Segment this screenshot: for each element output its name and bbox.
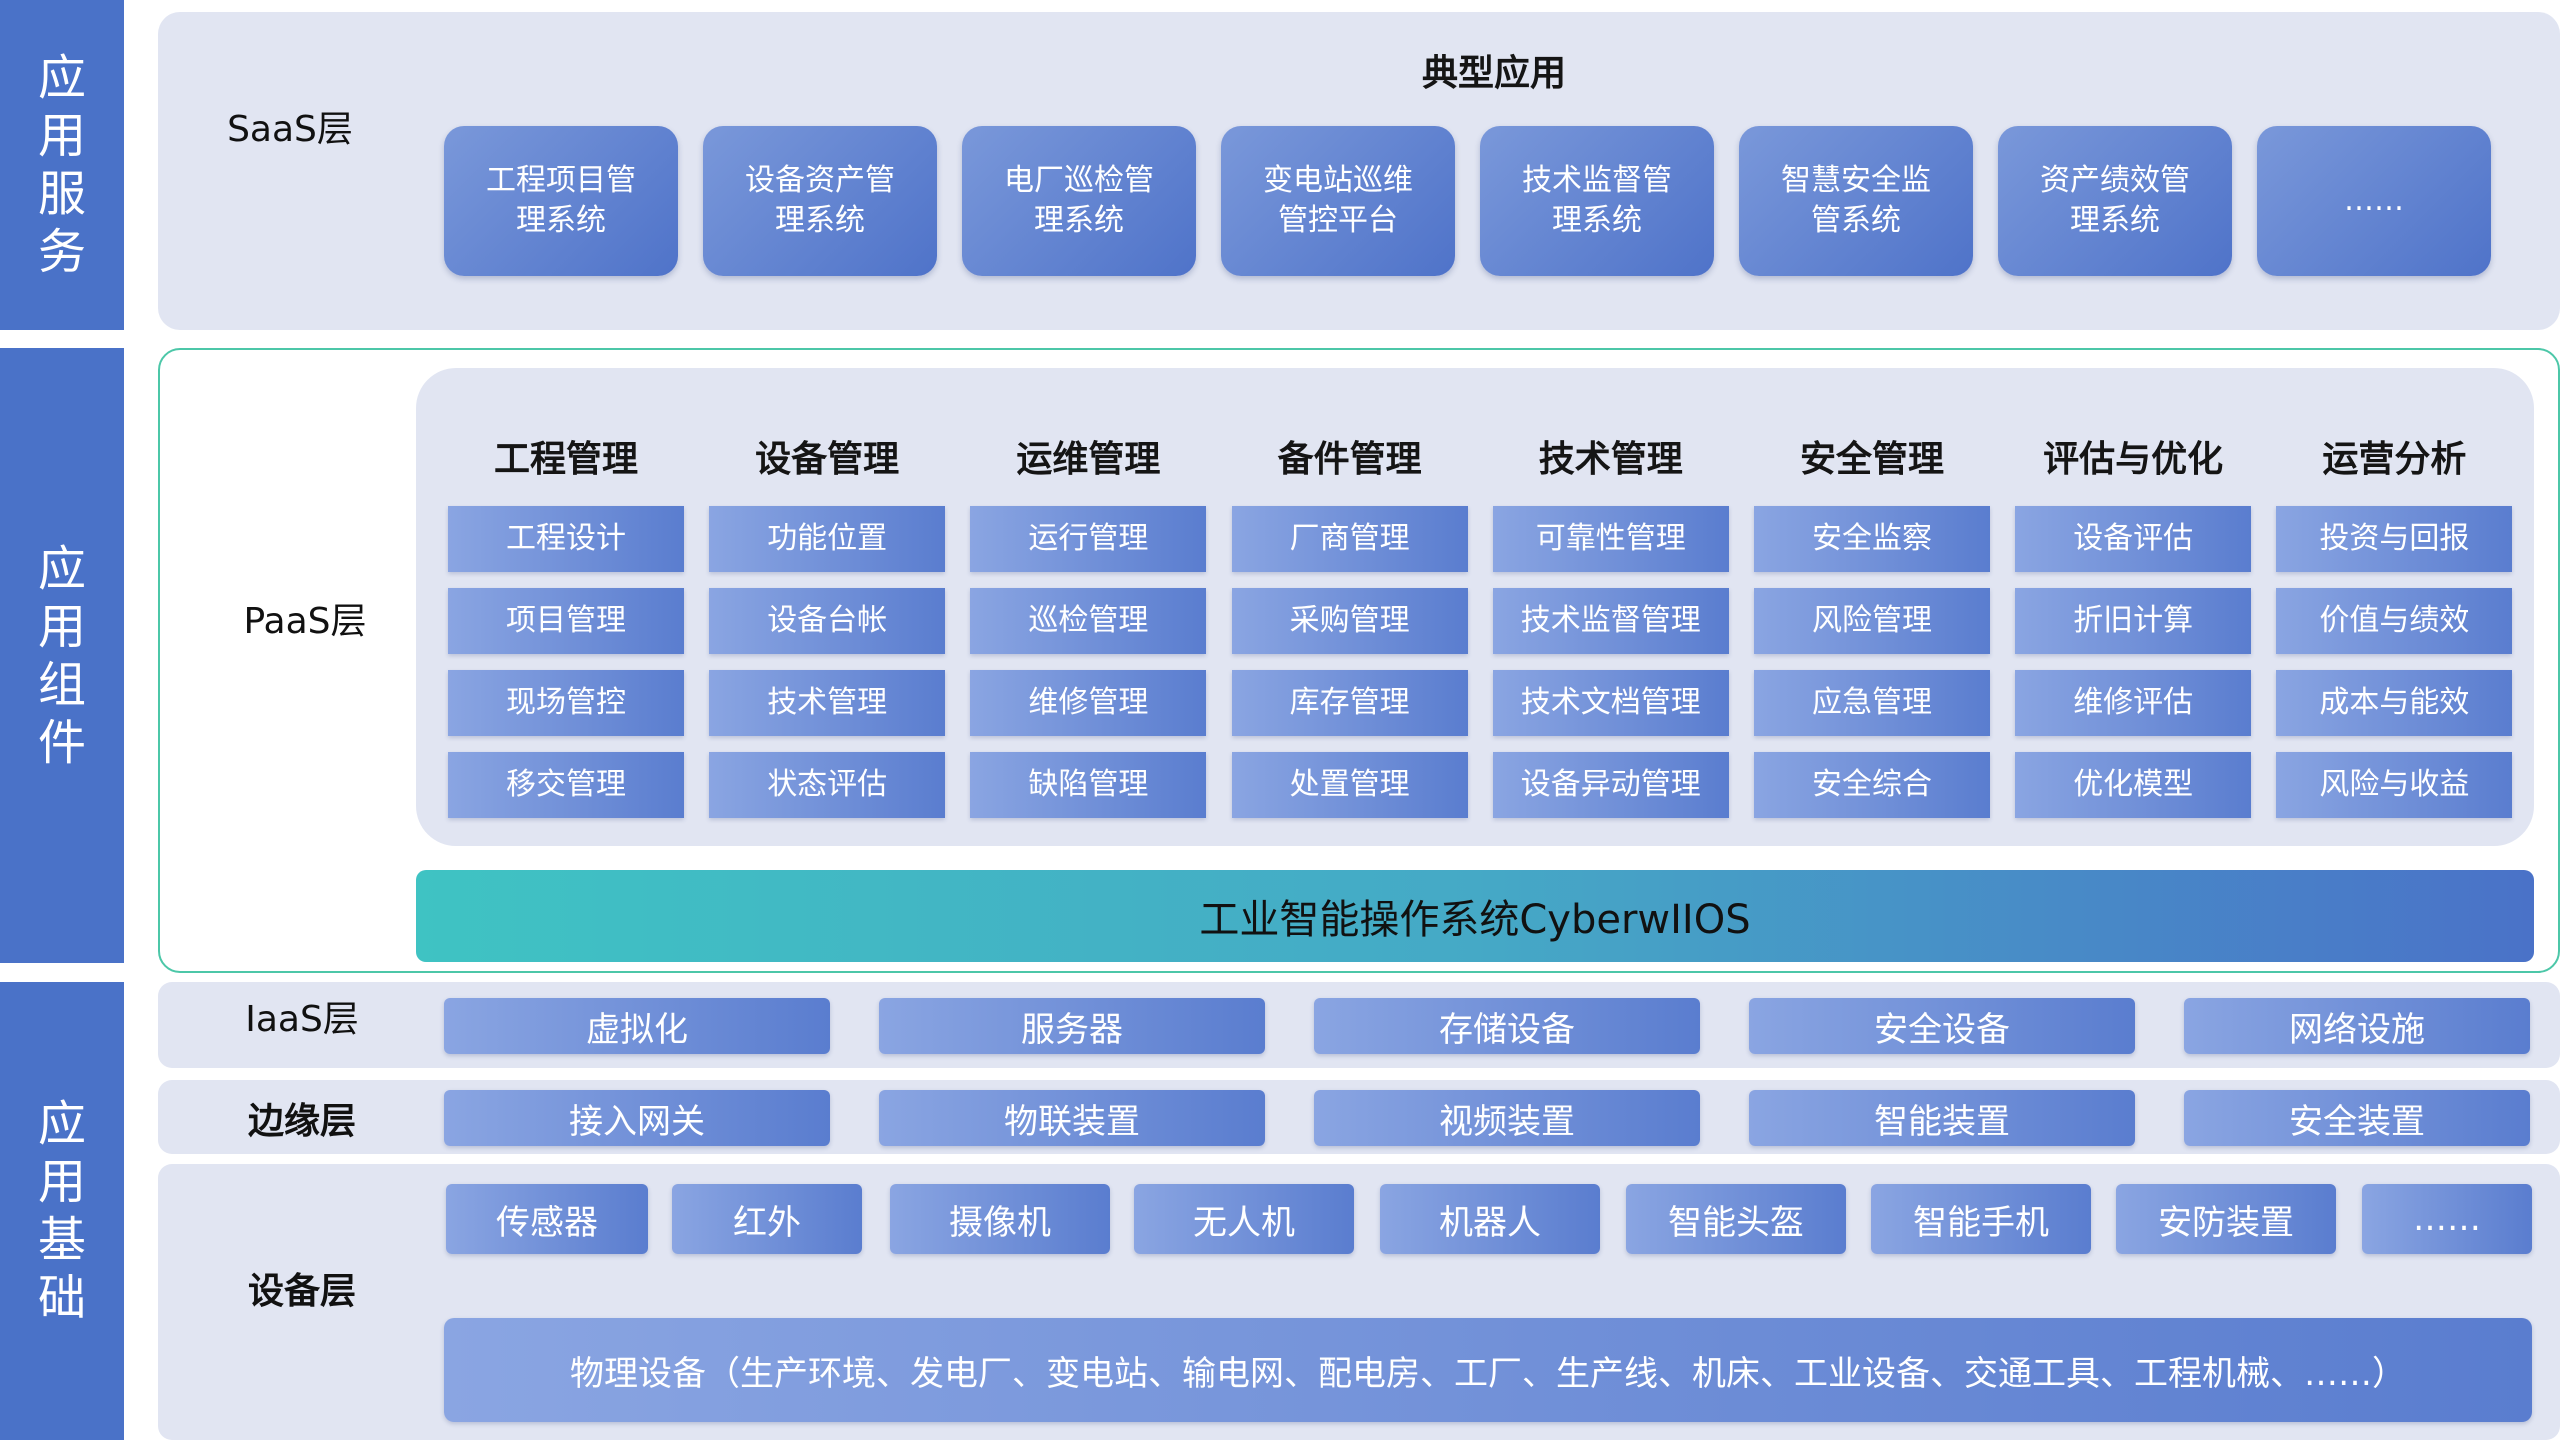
paas-module-item: 成本与能效 xyxy=(2276,670,2513,736)
paas-module-item: 价值与绩效 xyxy=(2276,588,2513,654)
paas-module-item: 折旧计算 xyxy=(2015,588,2252,654)
paas-module-item: 投资与回报 xyxy=(2276,506,2513,572)
paas-column-title: 运营分析 xyxy=(2322,439,2467,480)
saas-app-label: …… xyxy=(2344,183,2404,218)
paas-module-item: 工程设计 xyxy=(448,506,684,572)
device-item: 红外 xyxy=(672,1184,862,1254)
paas-module-item: 巡检管理 xyxy=(970,588,1207,654)
edge-item: 接入网关 xyxy=(444,1090,830,1146)
saas-app-box: 技术监督管理系统 xyxy=(1480,126,1714,276)
iaas-item: 网络设施 xyxy=(2184,998,2530,1054)
paas-module-item: 现场管控 xyxy=(448,670,684,736)
iaas-item: 服务器 xyxy=(879,998,1265,1054)
sidebar-label: 应用组件 xyxy=(37,540,86,771)
saas-app-label: 变电站巡维管控平台 xyxy=(1263,163,1413,238)
physical-devices-label: 物理设备（生产环境、发电厂、变电站、输电网、配电房、工厂、生产线、机床、工业设备… xyxy=(570,1353,2406,1394)
sidebar-application-components: 应用组件 xyxy=(0,348,124,963)
paas-column-title: 安全管理 xyxy=(1799,439,1944,480)
device-item: …… xyxy=(2362,1184,2532,1254)
paas-layer-label: PaaS层 xyxy=(243,601,367,642)
sidebar-application-foundation: 应用基础 xyxy=(0,982,124,1440)
paas-module-item: 缺陷管理 xyxy=(970,752,1207,818)
paas-module-item: 设备异动管理 xyxy=(1492,752,1729,818)
saas-app-label: 设备资产管理系统 xyxy=(745,163,895,238)
saas-app-box: 电厂巡检管理系统 xyxy=(962,126,1196,276)
saas-app-box: 工程项目管理系统 xyxy=(444,126,678,276)
paas-column-title: 运维管理 xyxy=(1016,439,1161,480)
device-item: 智能头盔 xyxy=(1626,1184,1846,1254)
sidebar-label: 应用基础 xyxy=(37,1096,86,1326)
paas-module-item: 技术管理 xyxy=(709,670,946,736)
device-item: 机器人 xyxy=(1380,1184,1600,1254)
saas-app-label: 智慧安全监管系统 xyxy=(1781,163,1931,238)
saas-app-box: 资产绩效管理系统 xyxy=(1998,126,2232,276)
paas-module-item: 移交管理 xyxy=(448,752,684,818)
paas-module-item: 安全综合 xyxy=(1754,752,1990,818)
paas-module-item: 采购管理 xyxy=(1231,588,1468,654)
paas-module-item: 功能位置 xyxy=(709,506,946,572)
saas-app-label: 电厂巡检管理系统 xyxy=(1004,163,1154,238)
paas-module-item: 维修评估 xyxy=(2015,670,2252,736)
paas-column-title: 技术管理 xyxy=(1538,439,1683,480)
paas-module-item: 运行管理 xyxy=(970,506,1207,572)
saas-layer-label: SaaS层 xyxy=(227,109,353,150)
device-item: 无人机 xyxy=(1134,1184,1354,1254)
paas-module-item: 项目管理 xyxy=(448,588,684,654)
iaas-item: 虚拟化 xyxy=(444,998,830,1054)
sidebar-application-service: 应用服务 xyxy=(0,0,124,330)
edge-item: 物联装置 xyxy=(879,1090,1265,1146)
edge-layer-label: 边缘层 xyxy=(247,1101,356,1142)
saas-app-label: 技术监督管理系统 xyxy=(1522,163,1672,238)
paas-module-item: 维修管理 xyxy=(970,670,1207,736)
iaas-item: 安全设备 xyxy=(1749,998,2135,1054)
paas-module-item: 库存管理 xyxy=(1231,670,1468,736)
device-item: 智能手机 xyxy=(1871,1184,2091,1254)
saas-app-label: 资产绩效管理系统 xyxy=(2040,163,2190,238)
paas-module-item: 安全监察 xyxy=(1754,506,1990,572)
os-bar-label: 工业智能操作系统CyberwIIOS xyxy=(1199,897,1751,943)
saas-app-box: …… xyxy=(2257,126,2491,276)
saas-app-box: 智慧安全监管系统 xyxy=(1739,126,1973,276)
paas-module-item: 应急管理 xyxy=(1754,670,1990,736)
paas-module-item: 处置管理 xyxy=(1231,752,1468,818)
paas-module-item: 状态评估 xyxy=(709,752,946,818)
device-item: 摄像机 xyxy=(890,1184,1110,1254)
edge-item: 视频装置 xyxy=(1314,1090,1700,1146)
physical-devices-bar: 物理设备（生产环境、发电厂、变电站、输电网、配电房、工厂、生产线、机床、工业设备… xyxy=(444,1318,2532,1422)
paas-module-item: 设备台帐 xyxy=(709,588,946,654)
device-item: 安防装置 xyxy=(2116,1184,2336,1254)
saas-app-box: 设备资产管理系统 xyxy=(703,126,937,276)
edge-item: 智能装置 xyxy=(1749,1090,2135,1146)
paas-module-item: 技术文档管理 xyxy=(1492,670,1729,736)
paas-column-title: 评估与优化 xyxy=(2043,439,2224,480)
edge-item: 安全装置 xyxy=(2184,1090,2530,1146)
sidebar-label: 应用服务 xyxy=(37,50,86,280)
saas-app-box: 变电站巡维管控平台 xyxy=(1221,126,1455,276)
paas-module-item: 可靠性管理 xyxy=(1492,506,1729,572)
paas-module-item: 优化模型 xyxy=(2015,752,2252,818)
iaas-item: 存储设备 xyxy=(1314,998,1700,1054)
paas-column-title: 设备管理 xyxy=(755,439,900,480)
saas-heading: 典型应用 xyxy=(1421,53,1566,94)
paas-module-item: 技术监督管理 xyxy=(1492,588,1729,654)
paas-module-item: 风险与收益 xyxy=(2276,752,2513,818)
paas-column-title: 备件管理 xyxy=(1277,439,1422,480)
saas-app-label: 工程项目管理系统 xyxy=(486,163,636,238)
paas-module-item: 厂商管理 xyxy=(1231,506,1468,572)
iaas-layer-label: IaaS层 xyxy=(245,999,359,1040)
device-item: 传感器 xyxy=(446,1184,648,1254)
os-bar: 工业智能操作系统CyberwIIOS xyxy=(416,870,2534,962)
paas-column-title: 工程管理 xyxy=(493,439,638,480)
paas-module-item: 风险管理 xyxy=(1754,588,1990,654)
device-layer-label: 设备层 xyxy=(247,1271,356,1312)
paas-module-item: 设备评估 xyxy=(2015,506,2252,572)
